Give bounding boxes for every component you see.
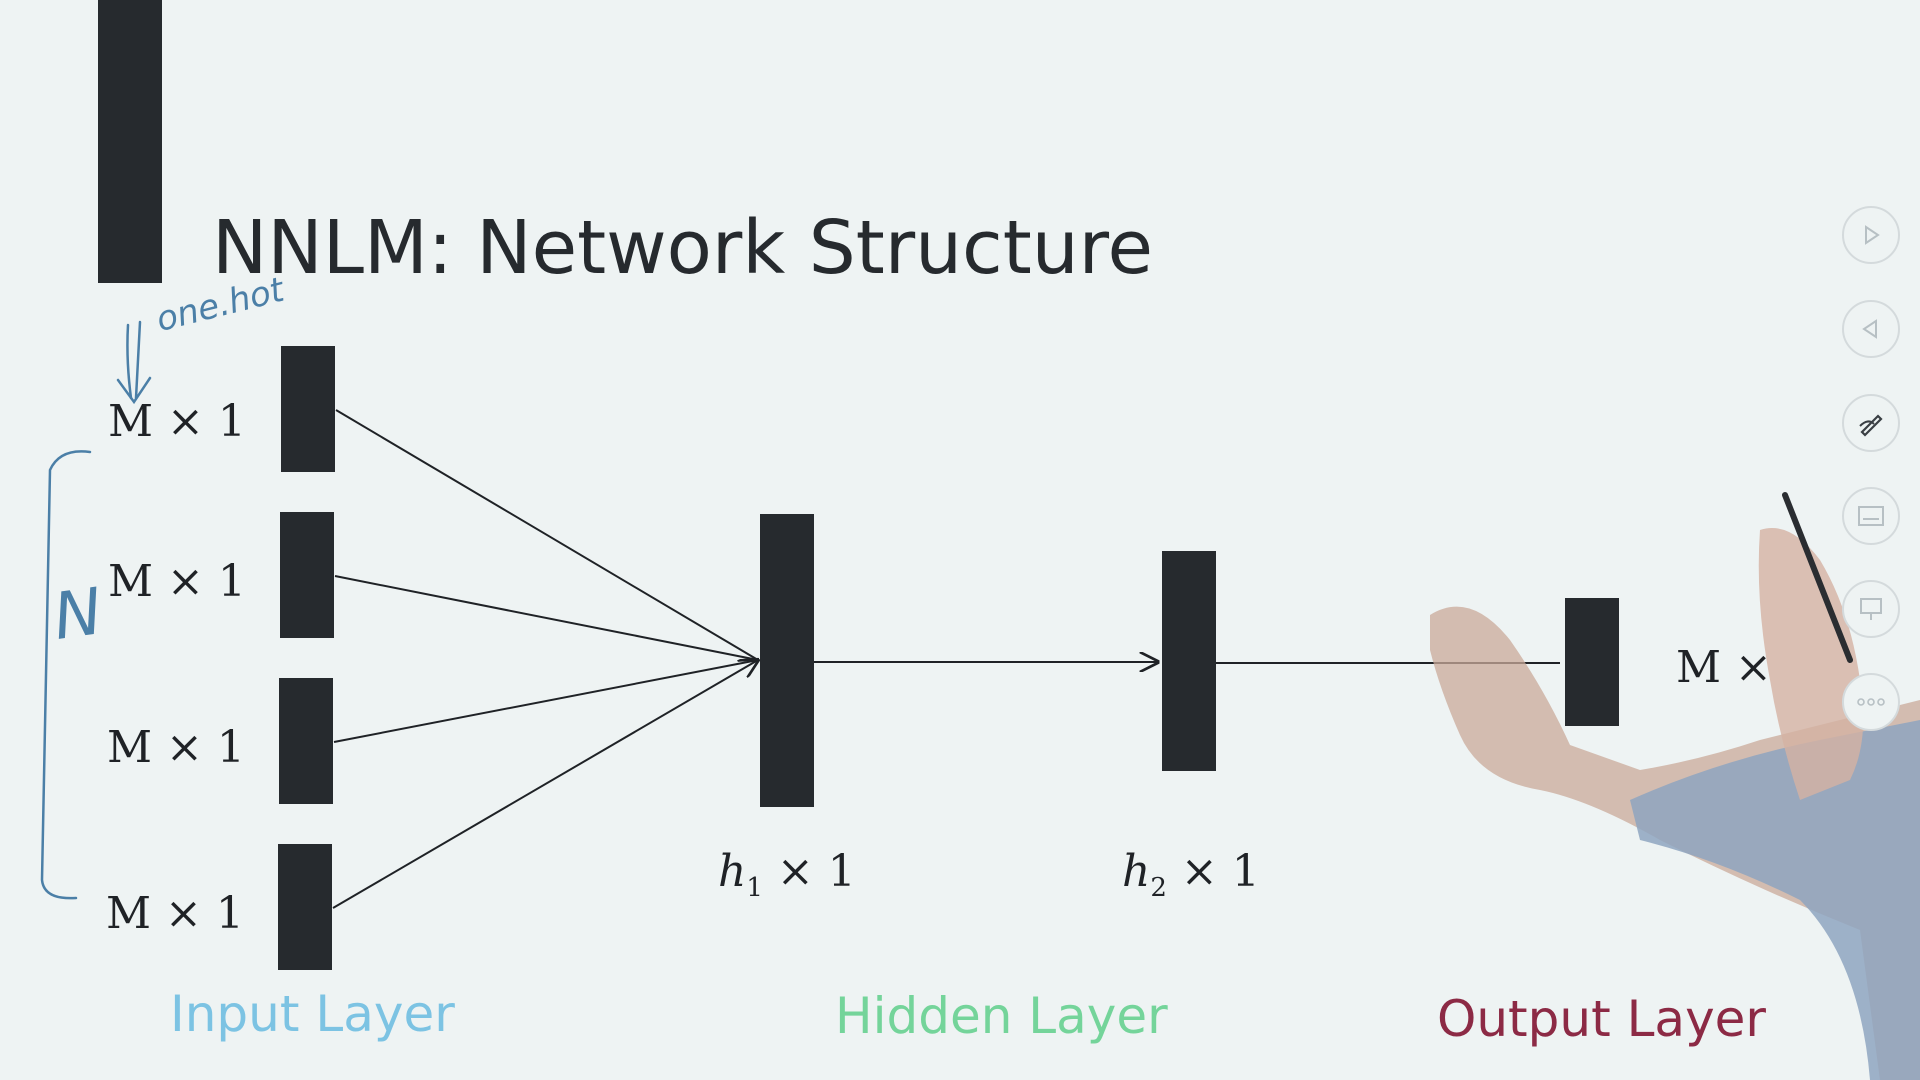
output-unit-text: M × [1676, 642, 1772, 693]
more-icon [1857, 698, 1885, 706]
input-block-3 [279, 678, 333, 804]
presenter-icon [1860, 598, 1882, 620]
hidden1-rest: × 1 [762, 846, 856, 897]
edge-input3-hidden1 [333, 659, 759, 743]
hidden2-sub: 2 [1150, 872, 1167, 903]
input-unit-text-3: M × 1 [107, 722, 245, 773]
next-slide-button[interactable] [1842, 206, 1900, 264]
pen-icon [1859, 414, 1883, 437]
edge-input1-hidden1 [335, 409, 759, 661]
hidden-layer-label: Hidden Layer [835, 987, 1168, 1045]
play-prev-icon [1862, 319, 1877, 339]
input-block-1 [281, 346, 335, 472]
hidden1-block [760, 514, 814, 807]
presenter-hands-image [1430, 492, 1920, 1080]
more-options-button[interactable] [1842, 673, 1900, 731]
input-unit-label-4: M × 1 [106, 888, 244, 939]
input-unit-label-2: M × 1 [108, 556, 246, 607]
hidden1-var: h [718, 846, 747, 897]
hidden2-rest: × 1 [1166, 846, 1260, 897]
subtitle-icon [1858, 506, 1884, 526]
hidden1-sub: 1 [746, 872, 763, 903]
output-unit-label: M × [1676, 642, 1772, 693]
input-unit-text-2: M × 1 [108, 556, 246, 607]
play-next-icon [1865, 225, 1880, 245]
input-block-4 [278, 844, 332, 970]
hidden2-block [1162, 551, 1216, 771]
one-hot-arrow [116, 320, 152, 405]
group-bracket [40, 450, 92, 900]
output-layer-label: Output Layer [1437, 990, 1766, 1048]
edge-input2-hidden1 [334, 575, 759, 661]
input-unit-text-4: M × 1 [106, 888, 244, 939]
input-unit-text-1: M × 1 [108, 396, 246, 447]
hidden2-unit-label: h2 × 1 [1122, 846, 1260, 903]
group-size-annotation: N [49, 575, 107, 655]
subtitle-button[interactable] [1842, 487, 1900, 545]
input-block-2 [280, 512, 334, 638]
hidden2-var: h [1122, 846, 1151, 897]
input-unit-label-1: M × 1 [108, 396, 246, 447]
page-title: NNLM: Network Structure [212, 205, 1153, 291]
edge-input4-hidden1 [332, 660, 758, 909]
input-unit-label-3: M × 1 [107, 722, 245, 773]
output-block [1565, 598, 1619, 726]
prev-slide-button[interactable] [1842, 300, 1900, 358]
presenter-view-button[interactable] [1842, 580, 1900, 638]
input-layer-label: Input Layer [170, 985, 455, 1043]
hidden1-unit-label: h1 × 1 [718, 846, 856, 903]
title-accent-bar [98, 0, 162, 283]
pen-tool-button[interactable] [1842, 394, 1900, 452]
